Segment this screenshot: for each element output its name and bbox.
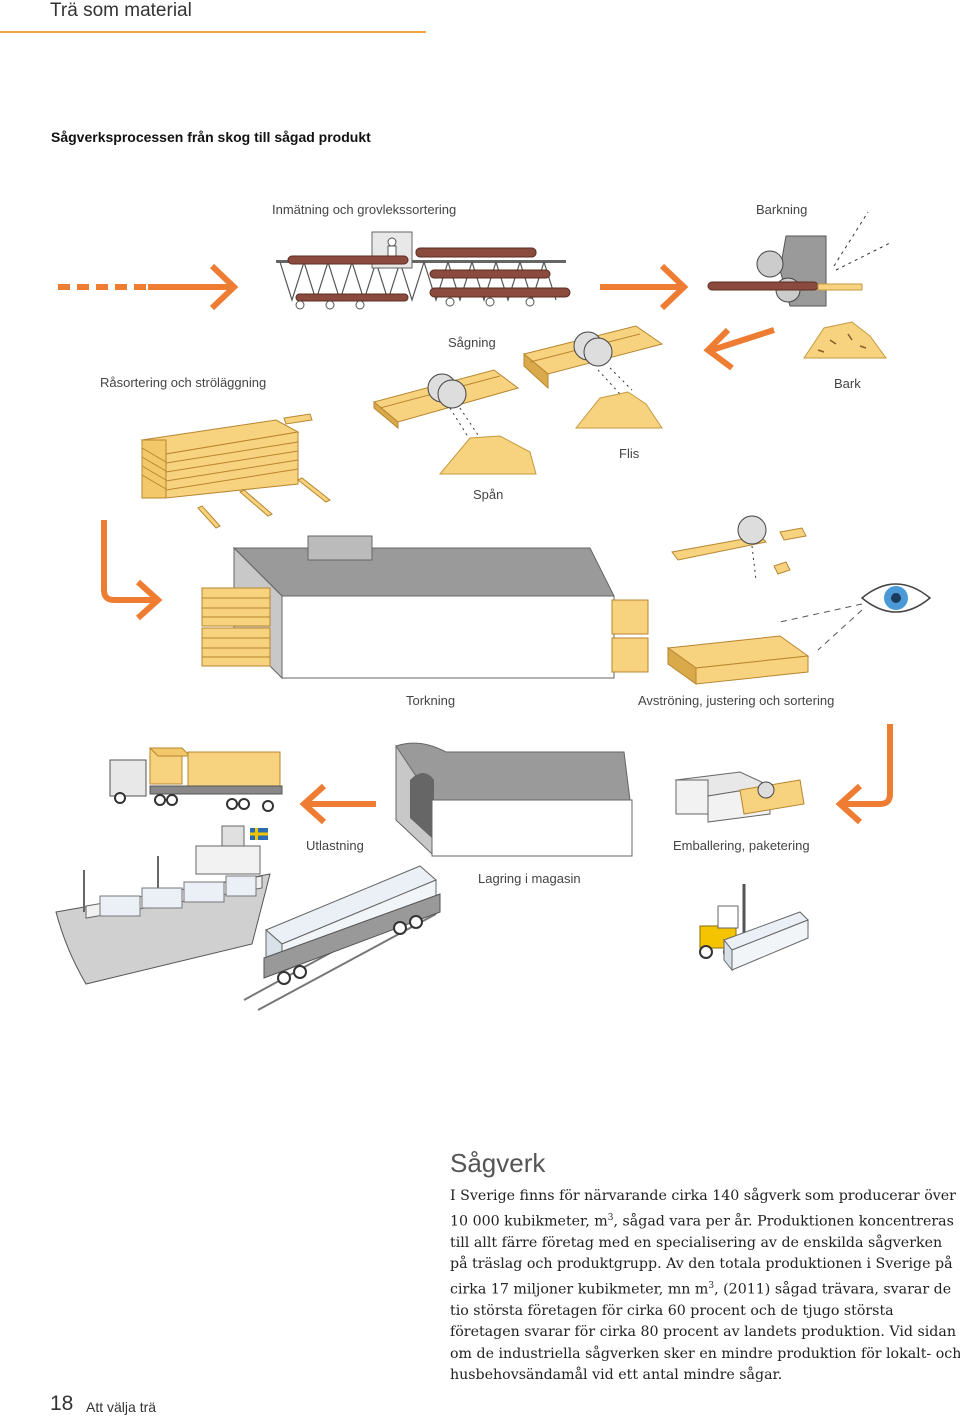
article-text-2: , sågad vara per år. Produktionen koncen… [450, 1213, 954, 1298]
page-number: 18 [50, 1392, 74, 1415]
book-title: Att välja trä [86, 1399, 157, 1415]
forklift-illustration [699, 884, 809, 972]
freight-train-illustration [243, 865, 441, 1011]
flow-arrow-5 [835, 724, 893, 825]
flow-arrow-6 [299, 783, 376, 825]
article-text-1: I Sverige finns för närvarande cirka 140… [450, 1188, 956, 1230]
label-rasortering: Råsortering och ströläggning [100, 375, 267, 390]
warehouse-illustration [395, 742, 633, 857]
label-span: Spån [473, 487, 504, 502]
label-lagring: Lagring i magasin [478, 871, 581, 886]
flow-arrow-2 [600, 263, 689, 311]
superscript-1: 3 [607, 1212, 614, 1223]
truck-illustration [109, 747, 283, 812]
label-utlastning: Utlastning [306, 838, 364, 853]
packaging-illustration [674, 771, 805, 823]
label-emballering: Emballering, paketering [673, 838, 810, 853]
label-bark: Bark [834, 376, 861, 391]
flow-arrow-4 [101, 520, 163, 621]
sawing-illustration [372, 325, 664, 441]
article-text-3: , (2011) sågad trävara, svarar de tio st… [450, 1281, 960, 1384]
superscript-2: 3 [708, 1280, 715, 1291]
eye-icon [779, 583, 932, 651]
debarking-machine-illustration [707, 211, 893, 307]
figure-title: Sågverksprocessen från skog till sågad p… [51, 129, 371, 145]
stacked-lumber-illustration [140, 413, 331, 529]
woodchip-pile-illustration [574, 391, 663, 429]
label-avstroning: Avströning, justering och sortering [638, 693, 835, 708]
label-flis: Flis [619, 446, 640, 461]
sawmill-process-diagram [55, 211, 932, 1011]
article-body: I Sverige finns för närvarande cirka 140… [450, 1186, 960, 1387]
sawdust-pile-illustration [438, 435, 537, 475]
article-title: Sågverk [450, 1148, 546, 1178]
bark-pile-illustration [803, 321, 887, 359]
trimming-illustration [671, 515, 807, 581]
cargo-ship-illustration [55, 825, 271, 985]
section-header: Trä som material [50, 0, 192, 21]
sorted-lumber-illustration [666, 635, 810, 685]
label-torkning: Torkning [406, 693, 456, 708]
header-rule [0, 31, 426, 33]
flow-arrow-entry [58, 263, 239, 311]
label-sagning: Sågning [448, 335, 496, 350]
flow-arrow-3 [703, 327, 775, 371]
log-conveyor-illustration [276, 231, 571, 310]
drying-kiln-illustration [200, 535, 649, 680]
swedish-flag-icon [250, 828, 268, 840]
label-barkning: Barkning [756, 202, 808, 217]
label-inmatning: Inmätning och grovlekssortering [272, 202, 457, 217]
